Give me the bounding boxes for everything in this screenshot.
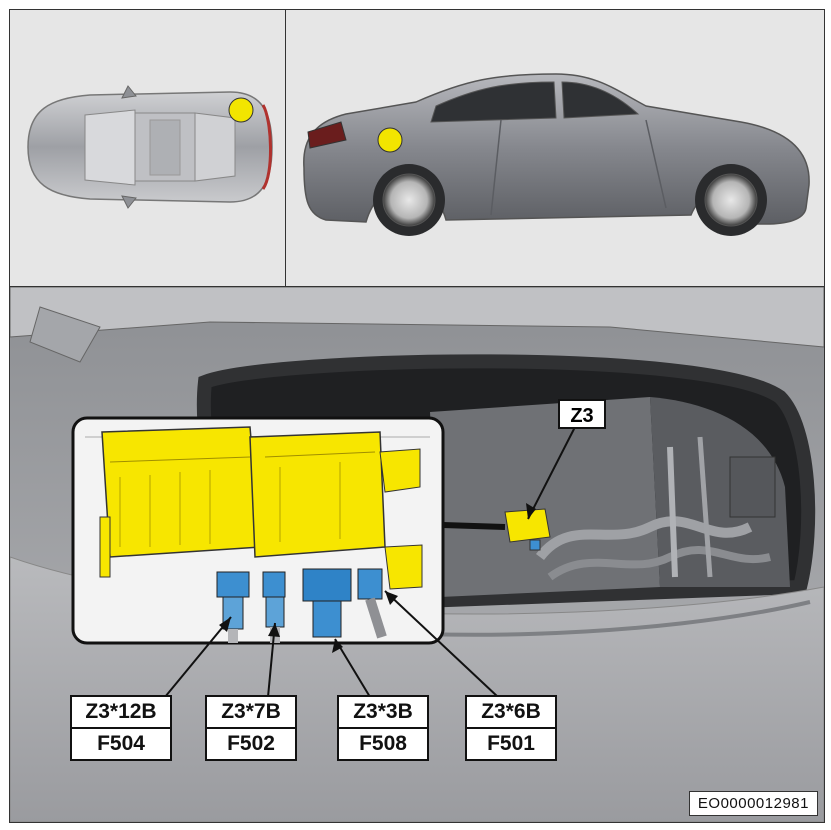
- car-top-view-panel: [10, 10, 286, 287]
- connector-code: Z3*3B: [353, 700, 413, 723]
- connector-label-2: Z3*7B F502: [205, 695, 297, 761]
- connector-code: Z3*6B: [481, 700, 541, 723]
- fuse-code: F504: [72, 727, 170, 759]
- fuse-code: F508: [339, 727, 427, 759]
- component-label-z3: Z3: [558, 399, 606, 429]
- connector-label-4: Z3*6B F501: [465, 695, 557, 761]
- connector-code: Z3*12B: [85, 700, 157, 723]
- location-marker-side: [377, 127, 403, 153]
- connector-label-3: Z3*3B F508: [337, 695, 429, 761]
- car-side-view-panel: [286, 10, 824, 287]
- location-marker-top: [228, 97, 254, 123]
- fuse-code: F502: [207, 727, 295, 759]
- fuse-code: F501: [467, 727, 555, 759]
- connector-label-1: Z3*12B F504: [70, 695, 172, 761]
- car-top-view: [27, 85, 273, 209]
- document-id: EO0000012981: [688, 791, 818, 816]
- diagram-frame: Z3 Z3*12B F504 Z3*7B F502 Z3*3B F508 Z3*…: [9, 9, 825, 823]
- car-side-view: [303, 73, 810, 236]
- trunk-view-panel: Z3 Z3*12B F504 Z3*7B F502 Z3*3B F508 Z3*…: [10, 287, 824, 822]
- connector-code: Z3*7B: [221, 700, 281, 723]
- fuse-box-inset: [71, 416, 445, 645]
- leader-lines: [164, 426, 576, 698]
